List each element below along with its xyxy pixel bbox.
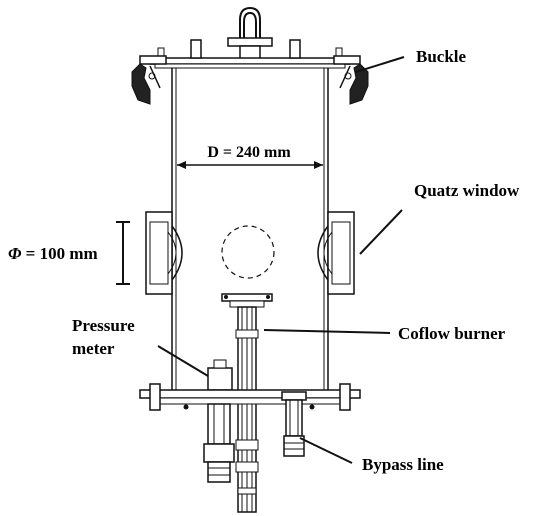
top-handle [227,6,273,61]
pressure-meter-label-line1: Pressure [72,316,135,335]
coflow-burner [221,293,273,513]
bypass-leader [299,437,353,464]
quartz-window-label: Quatz window [414,181,520,200]
phi-value: = 100 mm [21,244,97,263]
window-leader [359,209,403,255]
bypass-fitting [281,391,307,457]
bypass-line-label: Bypass line [362,455,444,474]
buckle-leader [355,56,405,73]
pressure-meter [207,359,233,391]
right-buckle [333,55,369,105]
left-window [145,211,183,295]
buckle-label: Buckle [416,47,467,66]
phi-label: Φ = 100 mm [8,244,98,263]
pressure-leader [157,345,209,377]
diameter-label: D = 240 mm [207,144,291,161]
left-buckle [131,55,167,105]
phi-dimension: Φ = 100 mm [8,221,130,285]
front-window-dashed [221,225,275,279]
coflow-burner-label: Coflow burner [398,324,506,343]
diameter-dimension: D = 240 mm [177,144,323,169]
left-bottom-fitting [203,403,235,483]
leader-lines [157,56,405,464]
right-window [317,211,355,295]
bottom-flange [139,383,361,411]
pressure-meter-label-line2: meter [72,339,115,358]
burner-leader [263,329,391,334]
phi-symbol: Φ [8,244,22,263]
